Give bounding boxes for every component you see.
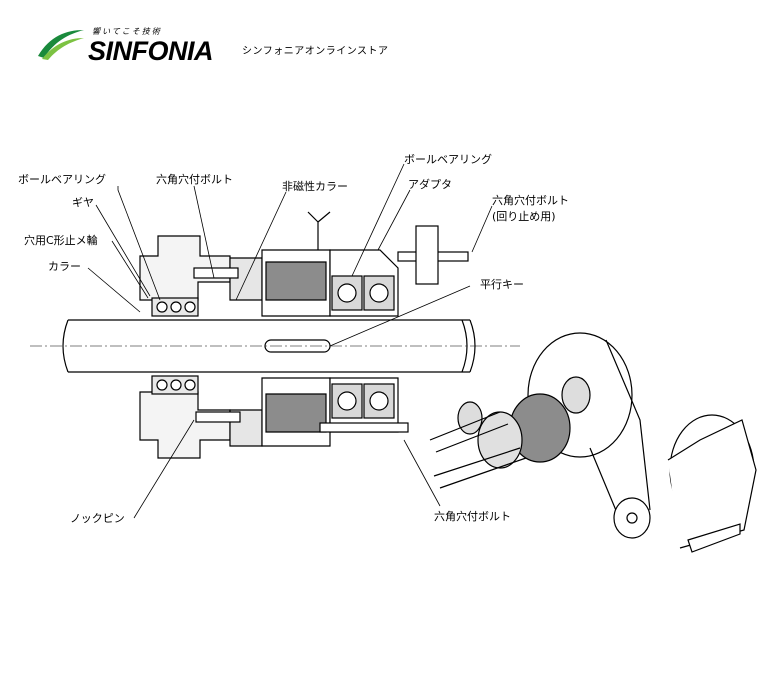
label-adapter: アダプタ [408, 178, 452, 191]
leader-lines [87, 163, 493, 519]
shaft-and-housing [30, 211, 520, 459]
sinfonia-logo-swoosh-icon [38, 30, 84, 60]
label-hex-bolt-stop: 六角穴付ボルト [492, 194, 569, 207]
label-snap-ring: 穴用C形止メ輪 [24, 234, 98, 247]
label-hex-bolt-bottom: 六角穴付ボルト [434, 510, 511, 523]
pulley-motor-illustration [429, 332, 757, 553]
label-ball-bearing-left: ボールベアリング [18, 173, 106, 186]
label-gear: ギヤ [72, 196, 94, 209]
label-non-magnetic-collar: 非磁性カラー [282, 180, 348, 193]
label-hex-bolt-top: 六角穴付ボルト [156, 173, 233, 186]
label-collar: カラー [48, 260, 81, 273]
label-hex-bolt-stop-note: (回り止め用) [492, 210, 556, 223]
label-knock-pin: ノックピン [70, 512, 125, 525]
tagline: 響いてこそ技術 [92, 27, 162, 36]
store-name[interactable]: シンフォニアオンラインストア [242, 46, 389, 57]
label-ball-bearing-right: ボールベアリング [404, 153, 492, 166]
brand-logo-text[interactable]: SINFONIA [88, 36, 214, 66]
site-header: 響いてこそ技術 SINFONIA シンフォニアオンラインストア [0, 0, 766, 80]
label-parallel-key: 平行キー [480, 278, 524, 291]
